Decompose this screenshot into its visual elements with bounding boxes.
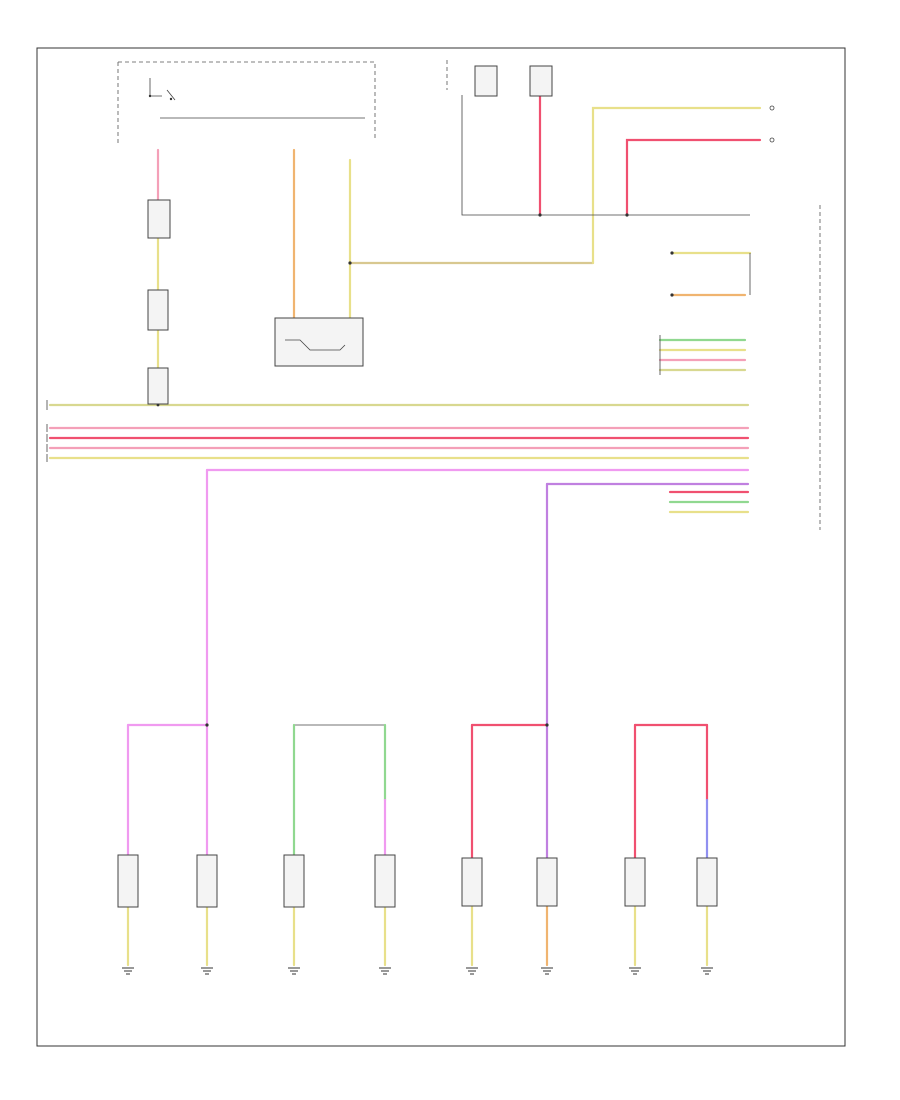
connector-stubs-right <box>769 105 775 143</box>
component-lower-4 <box>374 854 396 908</box>
component-lower-2 <box>196 854 218 908</box>
fuse-box-group <box>117 61 376 145</box>
component-top-mid-1 <box>474 65 498 97</box>
wire-red-right <box>625 138 762 217</box>
diagram-frame <box>36 47 846 1047</box>
component-lower-5 <box>461 857 483 907</box>
component-lower-6 <box>536 857 558 907</box>
ground-symbols <box>122 967 713 975</box>
component-lower-8 <box>696 857 718 907</box>
component-lower-1 <box>117 854 139 908</box>
bus-junction-dots <box>156 403 160 407</box>
component-upper-3 <box>147 367 169 405</box>
component-upper-1 <box>147 199 171 239</box>
component-module-center <box>274 317 364 367</box>
right-dashed-box <box>446 60 821 530</box>
component-top-mid-2 <box>529 65 553 97</box>
component-upper-2 <box>147 289 169 331</box>
wire-thin-1 <box>461 95 750 216</box>
wire-yellow-v-right <box>591 106 762 265</box>
component-lower-3 <box>283 854 305 908</box>
component-lower-7 <box>624 857 646 907</box>
